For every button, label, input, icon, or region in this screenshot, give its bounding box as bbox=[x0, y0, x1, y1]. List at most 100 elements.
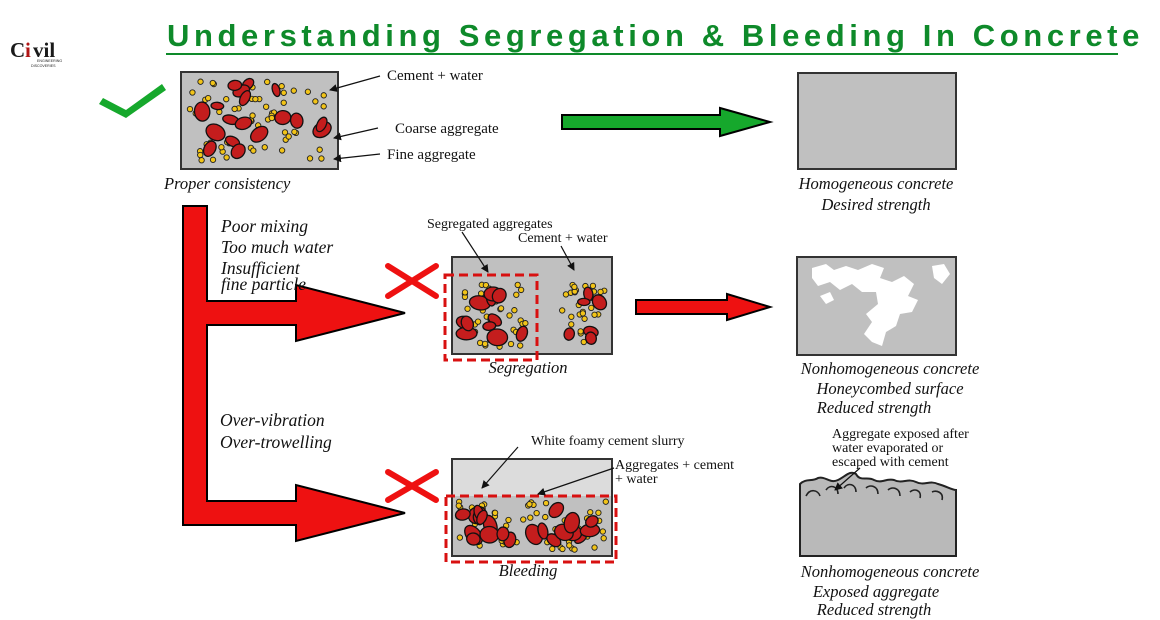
fine-aggregate-particle bbox=[517, 342, 524, 349]
segregation-aggregate-fill bbox=[455, 281, 608, 350]
coarse-aggregate-particle bbox=[584, 331, 598, 345]
fine-aggregate-particle bbox=[197, 78, 204, 85]
bleeding-aggregate-fill bbox=[454, 498, 609, 553]
coarse-aggregate-particle bbox=[249, 125, 269, 143]
coarse-aggregate-particle bbox=[577, 297, 591, 307]
check-mark-icon bbox=[99, 84, 166, 118]
fine-aggregate-particle bbox=[522, 320, 529, 327]
coarse-aggregate-particle bbox=[193, 101, 211, 122]
fine-aggregate-particle bbox=[464, 305, 471, 312]
fine-aggregate-particle bbox=[249, 112, 256, 119]
fine-aggregate-particle bbox=[262, 103, 270, 110]
logo-letters-vil: vil bbox=[33, 38, 55, 62]
fine-aggregate-particle bbox=[306, 155, 314, 162]
coarse-aggregate-particle bbox=[227, 79, 243, 92]
result-seg-line-2: Honeycombed surface bbox=[815, 379, 963, 398]
proper-aggregate-fill bbox=[186, 77, 332, 164]
fine-aggregate-particle bbox=[507, 340, 515, 348]
coarse-aggregate-particle bbox=[454, 508, 471, 521]
fine-aggregate-particle bbox=[223, 154, 230, 161]
coarse-aggregate-particle bbox=[230, 143, 246, 160]
label-fine-aggregate: Fine aggregate bbox=[387, 147, 476, 163]
segregation-box bbox=[443, 256, 613, 362]
fine-aggregate-particle bbox=[597, 288, 604, 296]
result-bleed-line-3: Reduced strength bbox=[816, 600, 931, 619]
fine-aggregate-particle bbox=[505, 516, 512, 524]
cross-mark-icon bbox=[385, 263, 439, 299]
fine-aggregate-particle bbox=[218, 144, 225, 151]
coarse-aggregate-particle bbox=[202, 140, 217, 157]
pointer-aggregates-cement bbox=[537, 467, 615, 496]
fine-aggregate-particle bbox=[261, 144, 268, 151]
fine-aggregate-particle bbox=[506, 312, 513, 319]
result-bleed-line-1: Nonhomogeneous concrete bbox=[800, 562, 980, 581]
bad-arrow-segregation bbox=[635, 292, 774, 322]
coarse-aggregate-particle bbox=[548, 501, 565, 519]
fine-aggregate-particle bbox=[559, 545, 566, 553]
result-bleed-line-2: Exposed aggregate bbox=[812, 582, 939, 601]
fine-aggregate-particle bbox=[268, 114, 275, 122]
fine-aggregate-particle bbox=[568, 313, 575, 320]
cause-too-much-water: Too much water bbox=[221, 237, 333, 257]
good-arrow bbox=[561, 106, 774, 138]
label-segregated-aggregates: Segregated aggregates bbox=[427, 217, 553, 232]
fine-aggregate-particle bbox=[290, 87, 297, 94]
coarse-aggregate-particle bbox=[466, 532, 481, 546]
label-plus-water: + water bbox=[615, 472, 658, 487]
logo-subtitle-1: ENGINEERING bbox=[37, 59, 62, 63]
result-proper-line-1: Homogeneous concrete bbox=[798, 174, 954, 193]
pointer-segregated bbox=[461, 231, 489, 273]
fine-aggregate-particle bbox=[320, 103, 327, 110]
coarse-aggregate-particle bbox=[537, 522, 549, 540]
fine-aggregate-particle bbox=[456, 534, 464, 541]
coarse-aggregate-particle bbox=[482, 321, 497, 332]
pointer-seg-cement bbox=[560, 245, 575, 271]
coarse-aggregate-particle bbox=[289, 112, 304, 129]
pointer-coarse bbox=[333, 127, 379, 141]
fine-aggregate-particle bbox=[588, 304, 595, 312]
fine-aggregate-particle bbox=[581, 315, 588, 322]
cross-mark-icon bbox=[385, 469, 439, 503]
fine-aggregate-particle bbox=[497, 305, 505, 312]
fine-aggregate-particle bbox=[533, 510, 540, 517]
fine-aggregate-particle bbox=[304, 88, 312, 95]
fine-aggregate-particle bbox=[231, 105, 238, 113]
coarse-aggregate-particle bbox=[271, 82, 281, 98]
label-aggregates-cement: Aggregates + cement bbox=[615, 458, 734, 473]
fine-aggregate-particle bbox=[526, 501, 533, 508]
cause-over-trowelling: Over-trowelling bbox=[220, 432, 332, 452]
coarse-aggregate-particle bbox=[479, 525, 500, 544]
result-seg-line-1: Nonhomogeneous concrete bbox=[800, 359, 980, 378]
coarse-aggregate-particle bbox=[591, 294, 608, 311]
fine-aggregate-particle bbox=[600, 535, 607, 542]
fine-aggregate-particle bbox=[318, 155, 325, 162]
fine-aggregate-particle bbox=[511, 307, 518, 314]
fine-aggregate-particle bbox=[589, 282, 597, 290]
fine-aggregate-particle bbox=[591, 311, 598, 318]
label-seg-cement-water: Cement + water bbox=[518, 231, 608, 246]
fine-aggregate-particle bbox=[514, 281, 521, 289]
logo-letter-c: C bbox=[10, 38, 25, 62]
fine-aggregate-particle bbox=[542, 513, 549, 521]
fine-aggregate-particle bbox=[316, 146, 323, 153]
fine-aggregate-particle bbox=[571, 546, 578, 553]
cause-poor-mixing: Poor mixing bbox=[220, 216, 308, 236]
coarse-aggregate-particle bbox=[210, 101, 225, 111]
fine-aggregate-particle bbox=[264, 78, 271, 86]
fine-aggregate-particle bbox=[566, 542, 573, 549]
fine-aggregate-particle bbox=[189, 89, 196, 96]
result-proper-line-2: Desired strength bbox=[820, 195, 930, 214]
fine-aggregate-particle bbox=[320, 92, 327, 99]
fine-aggregate-particle bbox=[587, 509, 594, 516]
fine-aggregate-particle bbox=[591, 544, 598, 551]
bleeding-zone-outline bbox=[444, 494, 618, 564]
segregated-zone-outline bbox=[443, 273, 539, 362]
fine-aggregate-particle bbox=[223, 96, 230, 103]
honeycomb-voids bbox=[812, 264, 950, 346]
cause-fine-particle: fine particle bbox=[221, 274, 306, 294]
logo-subtitle-2: DISCOVERIES bbox=[31, 64, 56, 68]
fine-aggregate-particle bbox=[197, 151, 204, 159]
exposed-note-line-3: escaped with cement bbox=[832, 455, 949, 470]
fine-aggregate-particle bbox=[568, 321, 575, 328]
